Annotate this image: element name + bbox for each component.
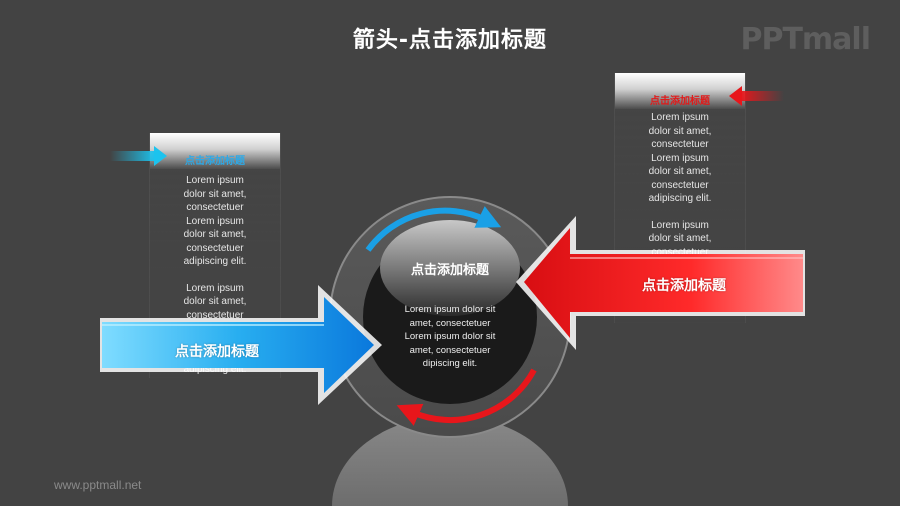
text-line: dolor sit amet, — [183, 188, 247, 200]
text-line: adipiscing elit. — [183, 256, 247, 267]
text-line: dolor sit amet, — [183, 296, 247, 307]
red-pointer-arrow-icon — [729, 86, 784, 106]
text-line: Lorem ipsum dolor sit — [404, 331, 496, 342]
text-line: dolor sit amet, — [183, 229, 247, 240]
left-card-header: 点击添加标题 — [150, 133, 280, 169]
right-card-heading: 点击添加标题 — [650, 96, 710, 107]
blue-curved-arrow-icon — [365, 206, 502, 252]
text-line: dolor sit amet, — [648, 125, 712, 137]
right-card-header: 点击添加标题 — [615, 73, 745, 109]
text-line: Lorem ipsum — [651, 112, 709, 123]
text-line: dolor sit amet, — [648, 166, 712, 177]
red-curved-arrow-icon — [396, 368, 537, 426]
text-line: Lorem ipsum — [186, 175, 244, 186]
center-circle — [329, 196, 571, 438]
text-line: adipiscing elit. — [648, 193, 712, 204]
blue-arrow-label: 点击添加标题 — [175, 344, 259, 360]
brand-logo: PPTmall — [740, 22, 871, 57]
text-line: consectetuer — [186, 309, 244, 321]
text-line: Lorem ipsum — [186, 215, 244, 227]
red-arrow-icon — [516, 216, 805, 350]
text-line: amet, consectetuer — [409, 344, 491, 356]
center-body: Lorem ipsum dolor sit amet, consectetuer… — [384, 303, 516, 371]
circle-reflection — [332, 416, 568, 506]
text-line: Lorem ipsum — [651, 219, 709, 231]
left-card-heading: 点击添加标题 — [185, 156, 245, 167]
text-line: consectetuer — [186, 242, 244, 254]
red-arrow-label: 点击添加标题 — [642, 278, 726, 294]
text-line: Lorem ipsum — [651, 152, 709, 164]
blue-arrow-icon — [100, 285, 382, 405]
cyan-pointer-arrow-icon — [110, 146, 167, 166]
text-line: Lorem ipsum — [186, 282, 244, 294]
text-line: dolor sit amet, — [648, 233, 712, 244]
page-title: 箭头-点击添加标题 — [352, 28, 548, 53]
text-line: dipiscing elit. — [422, 358, 478, 369]
center-title: 点击添加标题 — [410, 263, 489, 278]
text-line: consectetuer — [651, 139, 709, 150]
text-line: consectetuer — [186, 202, 244, 213]
footer-url: www.pptmall.net — [54, 478, 142, 492]
text-line: Lorem ipsum dolor sit — [404, 304, 496, 315]
text-line: consectetuer — [651, 179, 709, 191]
text-line: amet, consectetuer — [409, 317, 491, 329]
